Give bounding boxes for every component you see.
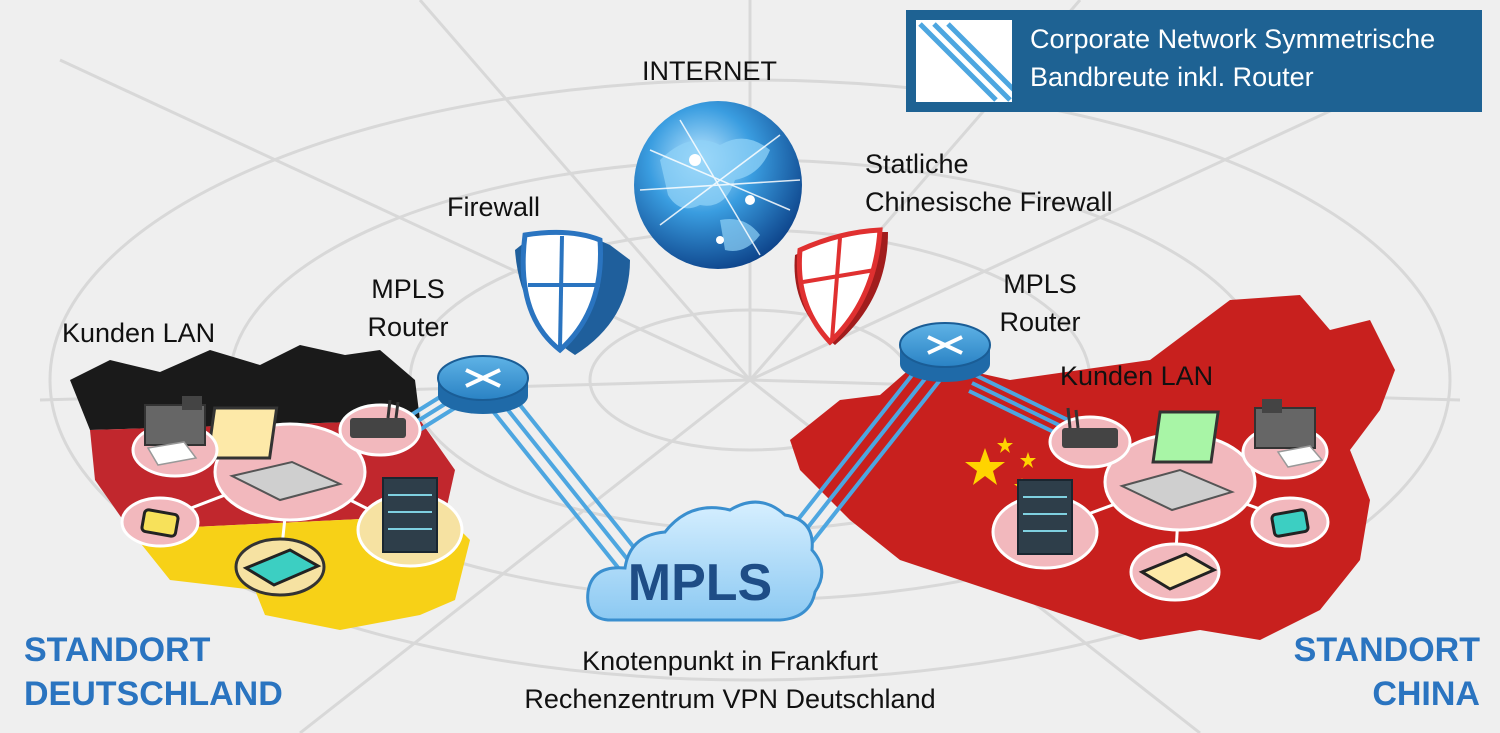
lan-label-cn: Kunden LAN — [1060, 361, 1214, 391]
tablet-icon — [242, 548, 322, 587]
server-icon — [1017, 479, 1073, 555]
lan-devices-cn — [991, 399, 1330, 602]
legend-line-2: Bandbreute inkl. Router — [1030, 62, 1314, 92]
legend-box: Corporate Network Symmetrische Bandbreut… — [906, 10, 1482, 112]
router-label-de: MPLS Router — [358, 270, 458, 346]
firewall-label-cn: Statliche Chinesische Firewall — [865, 145, 1113, 221]
router-label-de-line-2: Router — [367, 312, 449, 342]
laptop-icon — [205, 406, 343, 502]
legend-link-icon — [918, 22, 1012, 102]
router-label-de-line-1: MPLS — [371, 274, 445, 304]
router-icon-de — [437, 355, 529, 414]
mpls-cloud-label: MPLS — [628, 554, 772, 612]
internet-label: INTERNET — [642, 56, 777, 86]
lan-devices-de — [120, 396, 464, 597]
firewall-shield-icon-cn — [794, 227, 888, 346]
wifi-router-icon — [350, 399, 406, 438]
tablet-icon — [1138, 552, 1218, 591]
site-label-cn-line-2: CHINA — [1372, 675, 1480, 713]
router-label-cn-line-1: MPLS — [1003, 269, 1077, 299]
printer-icon — [144, 396, 206, 466]
firewall-label-de: Firewall — [447, 192, 541, 222]
phone-icon — [140, 508, 180, 538]
firewall-label-cn-line-1: Statliche — [865, 149, 969, 179]
node-label: Knotenpunkt in Frankfurt Rechenzentrum V… — [470, 642, 990, 718]
legend-swatch — [916, 20, 1012, 102]
site-label-cn-line-1: STANDORT — [1293, 631, 1480, 669]
phone-icon — [1270, 508, 1310, 538]
legend-text: Corporate Network Symmetrische Bandbreut… — [1030, 20, 1435, 96]
server-icon — [382, 477, 438, 553]
mpls-cloud-icon: MPLS — [586, 500, 824, 622]
legend-line-1: Corporate Network Symmetrische — [1030, 24, 1436, 54]
site-label-de-line-1: STANDORT — [24, 631, 211, 669]
site-label-de-line-2: DEUTSCHLAND — [24, 675, 283, 713]
router-label-cn-line-2: Router — [999, 307, 1081, 337]
laptop-icon — [1119, 410, 1235, 512]
router-icon-cn — [899, 322, 991, 382]
firewall-shield-icon-de — [515, 229, 630, 355]
firewall-label-cn-line-2: Chinesische Firewall — [865, 187, 1113, 217]
wifi-router-icon — [1062, 407, 1118, 448]
node-label-line-2: Rechenzentrum VPN Deutschland — [524, 684, 936, 714]
site-label-cn: STANDORT CHINA — [1294, 628, 1480, 716]
router-label-cn: MPLS Router — [985, 265, 1095, 341]
printer-icon — [1254, 399, 1324, 468]
internet-globe-icon — [634, 101, 802, 269]
site-label-de: STANDORT DEUTSCHLAND — [24, 628, 283, 716]
node-label-line-1: Knotenpunkt in Frankfurt — [582, 646, 878, 676]
lan-label-de: Kunden LAN — [62, 318, 216, 348]
